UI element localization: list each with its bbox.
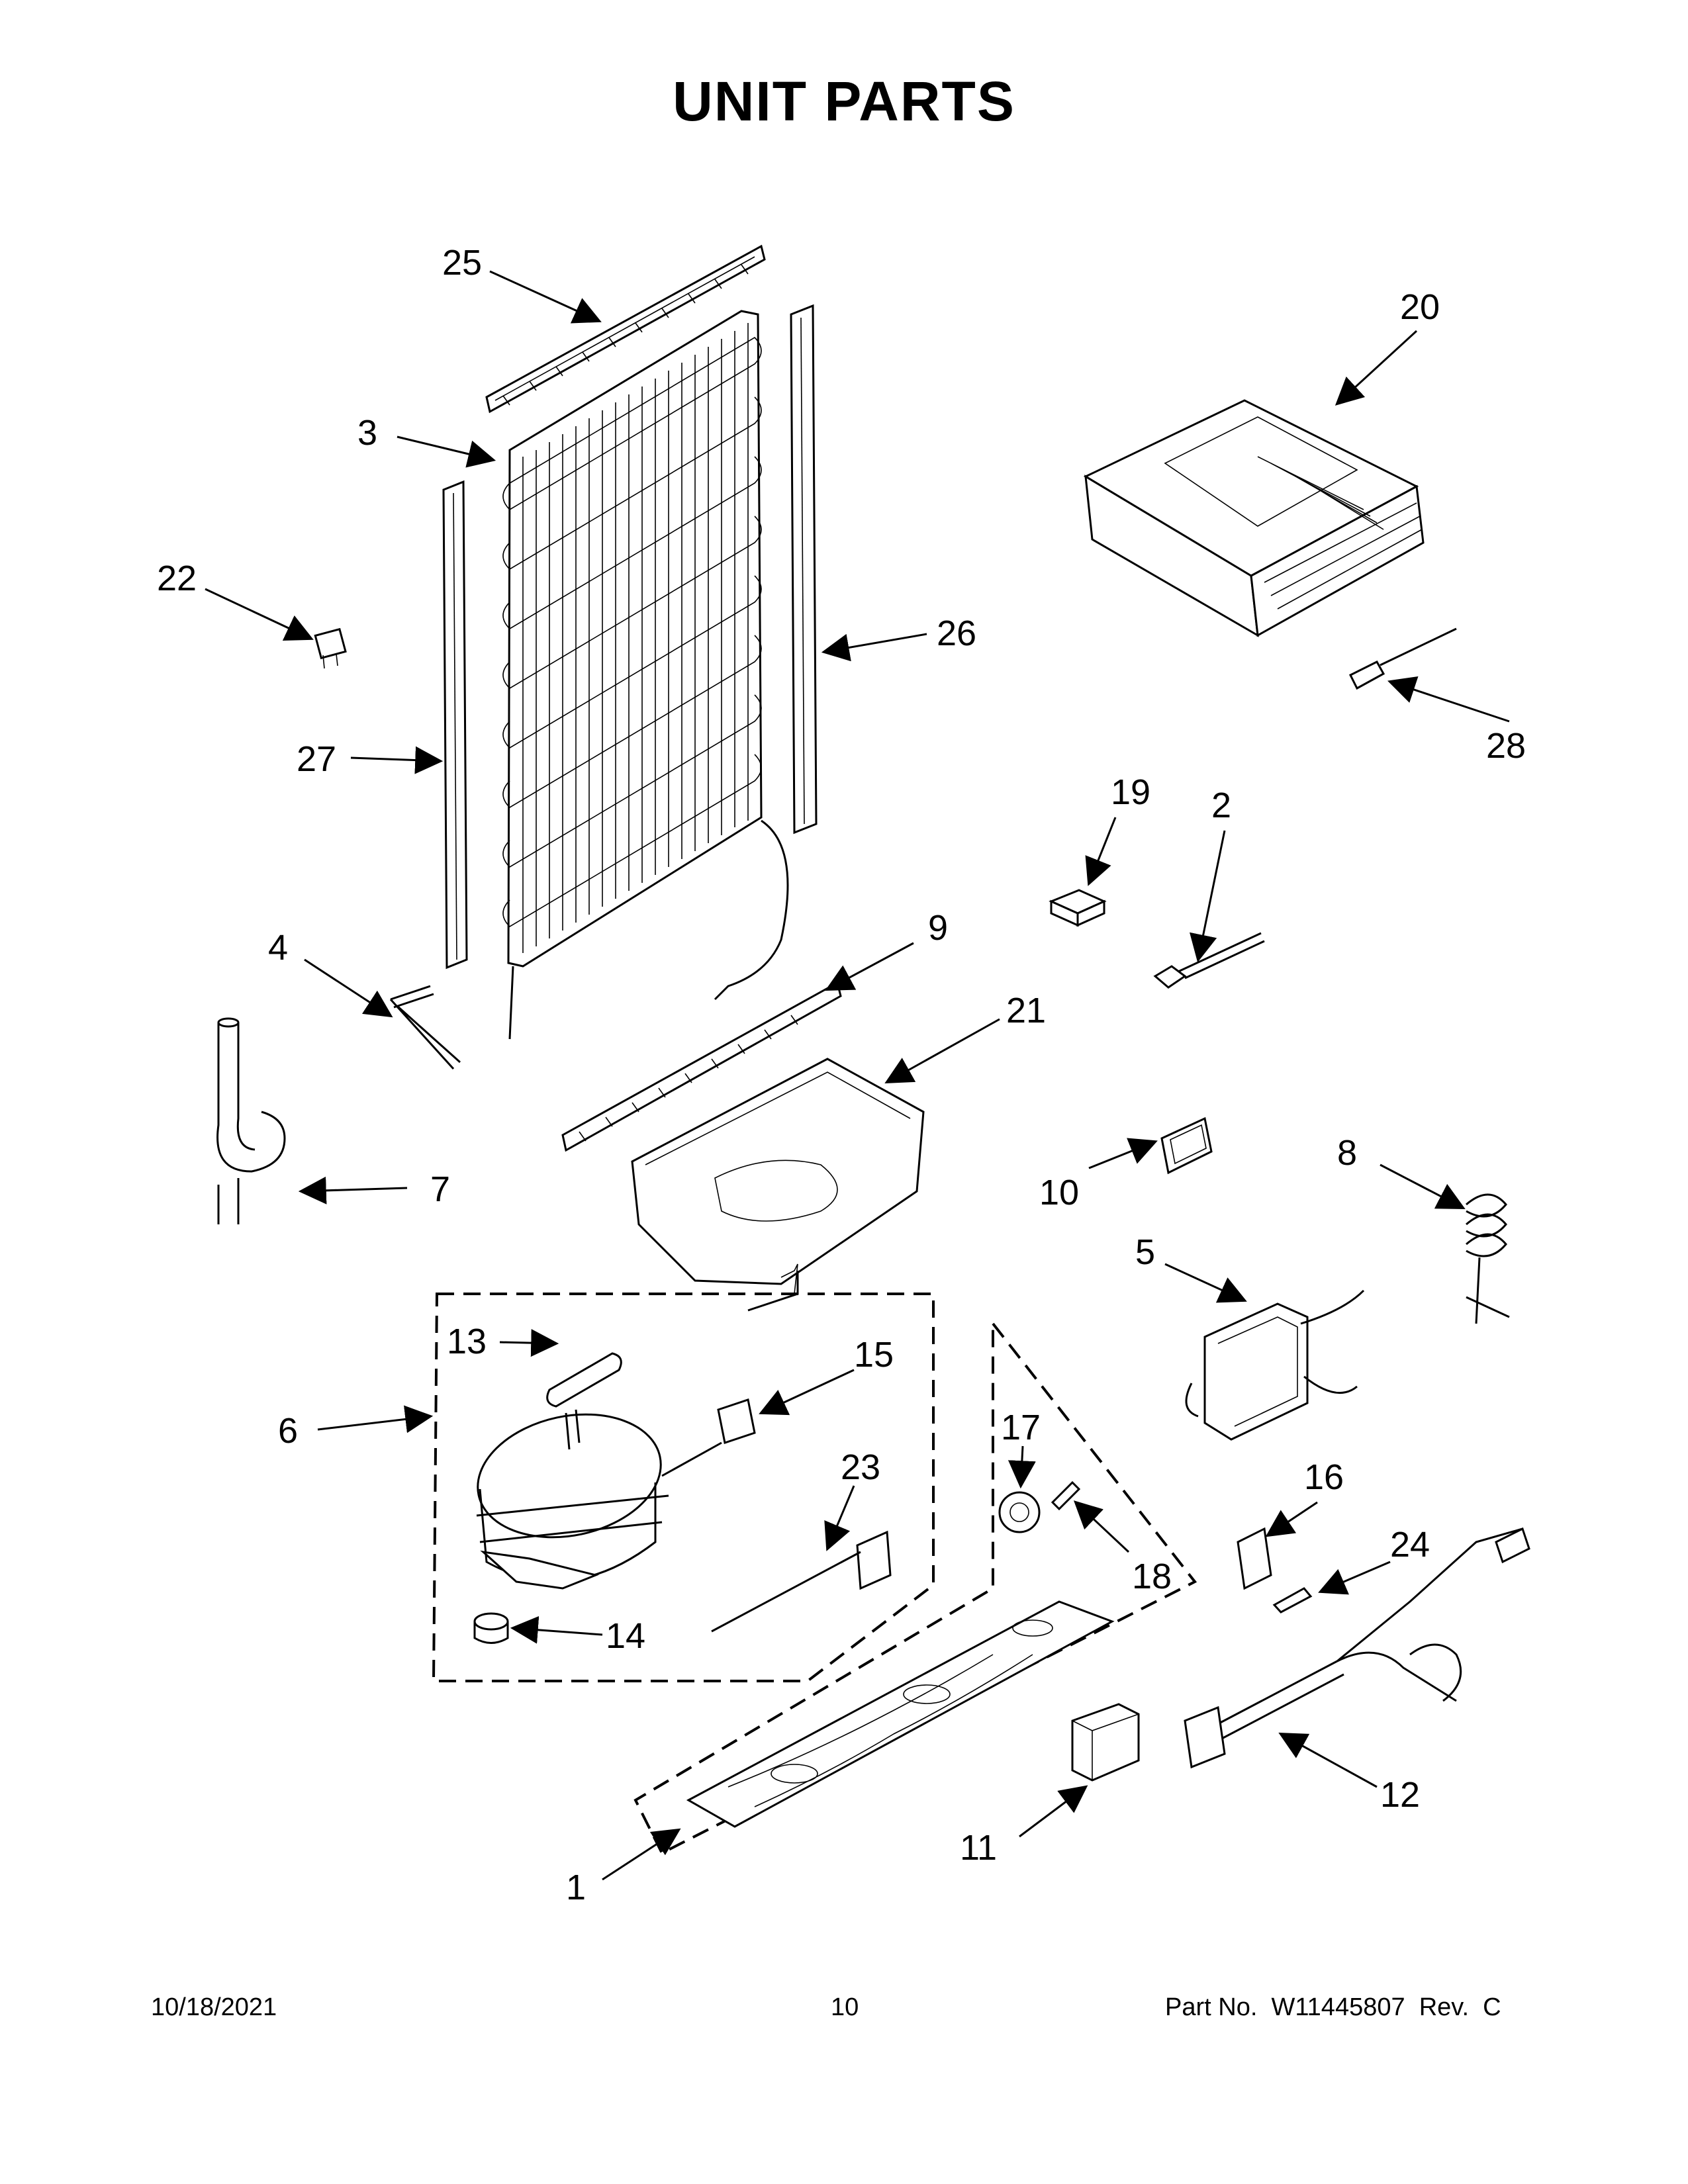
part-6-compressor [476, 1409, 722, 1590]
part-19-block [1049, 889, 1107, 927]
part-16-bracket [1237, 1527, 1272, 1590]
callout-8: 8 [1337, 1133, 1357, 1173]
page-title: UNIT PARTS [673, 70, 1015, 132]
callout-11: 11 [960, 1828, 997, 1868]
footer-part-number: Part No. W11445807 Rev. C [1165, 1993, 1501, 2021]
callout-25: 25 [442, 243, 482, 283]
part-11-start-device [1071, 1703, 1140, 1782]
part-2-cable-tie [1153, 932, 1265, 989]
leader-lines [205, 270, 1510, 1881]
callout-2: 2 [1211, 786, 1231, 825]
part-8-heater [1466, 1193, 1510, 1324]
callout-3: 3 [357, 413, 377, 453]
part-21-drain-pan [631, 1058, 925, 1312]
callout-16: 16 [1304, 1457, 1344, 1497]
compressor-assembly-boundary [432, 1293, 935, 1682]
part-22-switch [314, 627, 347, 669]
callout-17: 17 [1001, 1408, 1041, 1447]
part-17-mount [998, 1491, 1041, 1533]
callout-13: 13 [447, 1322, 487, 1361]
part-12-wire-harness [1184, 1527, 1530, 1769]
part-26-right-rail [790, 304, 818, 835]
callout-6: 6 [278, 1411, 298, 1451]
callout-9: 9 [928, 908, 948, 948]
footer-date: 10/18/2021 [151, 1993, 277, 2021]
callout-7: 7 [430, 1169, 450, 1209]
part-25-top-rail [485, 244, 766, 414]
callout-15: 15 [854, 1335, 894, 1375]
callout-24: 24 [1390, 1525, 1430, 1565]
callout-28: 28 [1486, 726, 1526, 766]
part-1-base-plate [686, 1600, 1115, 1828]
callout-20: 20 [1400, 287, 1440, 327]
part-27-left-rail [442, 480, 468, 970]
base-plate-boundary [633, 1320, 1197, 1855]
part-10-filter [1160, 1116, 1213, 1175]
footer-page-number: 10 [831, 1993, 859, 2021]
part-24-screw [1272, 1587, 1313, 1614]
callout-27: 27 [297, 739, 336, 779]
part-23-relay [711, 1530, 892, 1633]
part-7-tube [216, 1017, 286, 1224]
callout-21: 21 [1006, 991, 1046, 1030]
callout-18: 18 [1132, 1557, 1172, 1596]
part-18-screw [1051, 1480, 1081, 1511]
callout-10: 10 [1039, 1173, 1079, 1212]
part-15-overload [717, 1398, 756, 1444]
part-28-sensor [1348, 627, 1457, 690]
part-14-grommet [473, 1612, 509, 1644]
callout-19: 19 [1111, 772, 1150, 812]
part-5-control-board [1185, 1289, 1365, 1441]
part-3-condenser-coil [502, 310, 789, 1040]
part-4-tube [389, 985, 461, 1070]
callout-22: 22 [157, 559, 197, 598]
callout-23: 23 [841, 1447, 880, 1487]
part-13-drier [546, 1352, 622, 1408]
callout-1: 1 [566, 1868, 586, 1907]
part-20-evaporator-housing [1083, 399, 1425, 637]
callout-12: 12 [1380, 1775, 1420, 1815]
callout-4: 4 [268, 928, 288, 968]
callout-numbers: 25 3 20 22 26 28 27 19 2 9 4 21 7 10 8 5… [157, 243, 1526, 1907]
callout-14: 14 [606, 1616, 645, 1656]
callout-5: 5 [1135, 1232, 1155, 1272]
part-9-bottom-rail [561, 981, 842, 1152]
callout-26: 26 [937, 614, 976, 653]
